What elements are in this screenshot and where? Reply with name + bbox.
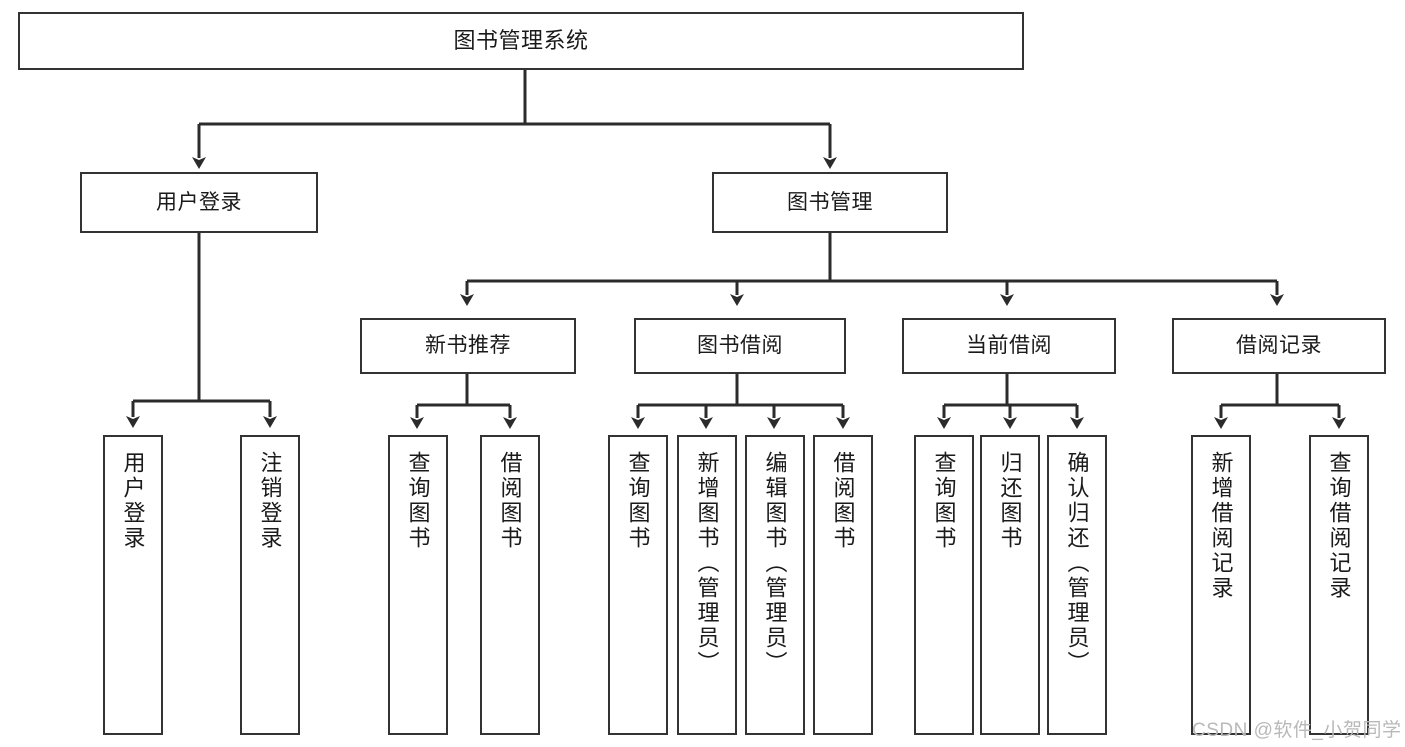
leaf-borrow-book-2-label: 借阅图书 [830, 451, 856, 551]
node-book-borrow[interactable]: 图书借阅 [634, 318, 846, 374]
leaf-confirm-return-label: 确认归还（管理员） [1064, 451, 1090, 676]
leaf-add-book-label: 新增图书（管理员） [694, 451, 720, 676]
node-book-manage-label: 图书管理 [787, 190, 873, 214]
leaf-return-book[interactable]: 归还图书 [980, 435, 1040, 735]
leaf-borrow-book-1[interactable]: 借阅图书 [480, 435, 540, 735]
node-borrow-record-label: 借阅记录 [1236, 334, 1322, 358]
node-root-label: 图书管理系统 [453, 27, 589, 53]
node-current-borrow[interactable]: 当前借阅 [902, 318, 1116, 374]
leaf-edit-book[interactable]: 编辑图书（管理员） [745, 435, 805, 735]
leaf-user-login-label: 用户登录 [120, 451, 146, 551]
leaf-query-book-3[interactable]: 查询图书 [914, 435, 974, 735]
leaf-add-borrow-record-label: 新增借阅记录 [1208, 451, 1234, 601]
node-book-borrow-label: 图书借阅 [697, 334, 783, 358]
leaf-query-book-1[interactable]: 查询图书 [388, 435, 448, 735]
leaf-query-book-2-label: 查询图书 [625, 451, 651, 551]
node-user-login-label: 用户登录 [156, 190, 242, 214]
node-user-login[interactable]: 用户登录 [80, 172, 318, 233]
node-root[interactable]: 图书管理系统 [18, 12, 1024, 70]
csdn-watermark: CSDN @软件_小贺同学 [1192, 720, 1402, 741]
leaf-confirm-return[interactable]: 确认归还（管理员） [1047, 435, 1107, 735]
leaf-query-borrow-record-label: 查询借阅记录 [1326, 451, 1352, 601]
node-new-book-recommend-label: 新书推荐 [425, 334, 511, 358]
leaf-add-borrow-record[interactable]: 新增借阅记录 [1191, 435, 1251, 735]
node-new-book-recommend[interactable]: 新书推荐 [360, 318, 576, 374]
leaf-query-book-3-label: 查询图书 [931, 451, 957, 551]
node-current-borrow-label: 当前借阅 [966, 334, 1052, 358]
node-borrow-record[interactable]: 借阅记录 [1172, 318, 1386, 374]
leaf-query-borrow-record[interactable]: 查询借阅记录 [1309, 435, 1369, 735]
leaf-user-login[interactable]: 用户登录 [103, 435, 163, 735]
node-book-manage[interactable]: 图书管理 [712, 172, 948, 233]
leaf-borrow-book-2[interactable]: 借阅图书 [813, 435, 873, 735]
leaf-query-book-1-label: 查询图书 [405, 451, 431, 551]
leaf-logout[interactable]: 注销登录 [240, 435, 300, 735]
leaf-return-book-label: 归还图书 [997, 451, 1023, 551]
leaf-add-book[interactable]: 新增图书（管理员） [677, 435, 737, 735]
leaf-edit-book-label: 编辑图书（管理员） [762, 451, 788, 676]
leaf-query-book-2[interactable]: 查询图书 [608, 435, 668, 735]
leaf-logout-label: 注销登录 [257, 451, 283, 551]
leaf-borrow-book-1-label: 借阅图书 [497, 451, 523, 551]
